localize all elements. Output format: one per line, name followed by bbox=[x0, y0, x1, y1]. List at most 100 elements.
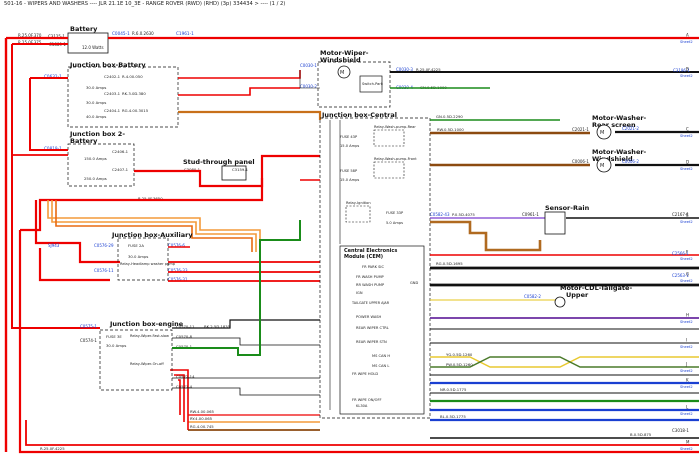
conn-c0045: C0045-1 bbox=[112, 31, 130, 36]
conn-c0576-29: C0576-29 bbox=[94, 243, 114, 248]
wire-w6: RG.4.00.3015 bbox=[122, 108, 149, 113]
conn-c2566: C2566-1 bbox=[672, 251, 689, 256]
sheet-marker-link[interactable]: Sheet2 bbox=[680, 279, 693, 283]
fuse-f2: 30.0 Amps bbox=[86, 85, 106, 90]
sheet-marker-link[interactable]: Sheet2 bbox=[680, 320, 693, 324]
sheet-title: 501-16 - WIPERS AND WASHERS ---- JLR 21.… bbox=[4, 1, 286, 7]
cem-pin-ms-can-l: MS CAN L bbox=[372, 364, 389, 368]
wire-w2: R.25.0F.375 bbox=[18, 40, 42, 45]
motor-wiper-label-b: Windshield bbox=[320, 56, 361, 64]
cem-pin-kl30a: KL30A bbox=[356, 404, 368, 408]
conn-c0819: C0819-1 bbox=[44, 146, 62, 151]
cem-pin-power-wash: POWER WASH bbox=[356, 315, 382, 319]
sheet-marker-row: A bbox=[686, 33, 689, 38]
cem-pin-gnd: GND bbox=[410, 281, 418, 285]
conn-c0572: C0572-14 bbox=[176, 374, 195, 379]
sheet-marker-row: L bbox=[686, 405, 689, 410]
fuse-f1-label: 12.0 Watts bbox=[82, 45, 104, 50]
battery-block: Battery 12.0 Watts C3125-1 C1889-1 C0045… bbox=[18, 25, 194, 54]
motor-washer-windshield: Motor-Washer- Windshield M C0006-2 C0006… bbox=[572, 148, 647, 173]
sensor-rain-label: Sensor-Rain bbox=[545, 204, 590, 212]
washer-ws-label-a: Motor-Washer- bbox=[592, 148, 647, 156]
fuse-33p: FUSE 33P bbox=[386, 211, 404, 215]
sheet-marker-link[interactable]: Sheet2 bbox=[680, 40, 693, 44]
cdl-label-b: Upper bbox=[566, 291, 589, 299]
jb-aux-label: Junction box-Auxiliary bbox=[111, 231, 193, 239]
conn-c2403: C2403-1 bbox=[104, 91, 121, 96]
sheet-marker-link[interactable]: Sheet2 bbox=[680, 134, 693, 138]
conn-c2167: C2167-1 bbox=[672, 212, 689, 217]
conn-c2402: C2402-1 bbox=[104, 74, 121, 79]
wire-w9b: R.25.0F.4225 bbox=[40, 446, 65, 451]
conn-c0030-1: C0030-1 bbox=[300, 63, 317, 68]
conn-c0571: C0571-4 bbox=[176, 384, 193, 389]
wire-w22: RY.4.00.065 bbox=[190, 416, 213, 421]
stud-panel: Stud-through panel C3080-1 C3159-1 R.25.… bbox=[138, 158, 255, 201]
relay-headlamp-label: Relay-Headlamp washer pump bbox=[120, 262, 176, 266]
conn-c0570-1: C0570-1 bbox=[176, 344, 193, 349]
conn-c3159: C3159-1 bbox=[232, 167, 249, 172]
conn-c0961: C0961-1 bbox=[522, 212, 539, 217]
conn-c3125: C3125-1 bbox=[48, 34, 65, 39]
relay-fast-slow: Relay-Wiper-Fast-slow bbox=[130, 334, 169, 338]
battery-label: Battery bbox=[70, 25, 98, 33]
fuse-43p-amps: 15.0 Amps bbox=[340, 144, 359, 148]
wire-w5: RK.3.0D.380 bbox=[122, 91, 146, 96]
sheet-marker-link[interactable]: Sheet2 bbox=[680, 257, 693, 261]
cem-label-a: Central Electronics bbox=[344, 248, 397, 254]
cem-pin-fr-park: FR PARK SIC bbox=[362, 265, 384, 269]
fuse-f3: 30.0 Amps bbox=[86, 100, 106, 105]
sheet-marker-link[interactable]: Sheet2 bbox=[680, 385, 693, 389]
relay-ignition: Relay-Ignition bbox=[346, 201, 371, 205]
sheet-marker-link[interactable]: Sheet2 bbox=[680, 74, 693, 78]
relay-wash-rear: Relay-Wash-pump-Rear bbox=[374, 125, 416, 129]
wire-w11: GN.0.5D.2290 bbox=[436, 114, 463, 119]
fuse-aux: 30.0 Amps bbox=[128, 254, 148, 259]
conn-c0575: C0575-1 bbox=[80, 324, 97, 329]
sheet-marker-row: J bbox=[685, 362, 687, 367]
sheet-marker-link[interactable]: Sheet2 bbox=[680, 412, 693, 416]
conn-c0570-11: C0570-11 bbox=[176, 324, 195, 329]
relay-wash-front: Relay-Wash-pump-Front bbox=[374, 157, 417, 161]
washer-rear-label-b: Rear screen bbox=[592, 121, 636, 129]
wire-w17: YG.0.5D.1260 bbox=[446, 352, 473, 357]
wire-w20: B.0.5D.875 bbox=[630, 432, 652, 437]
cem-pin-ign: IGN bbox=[356, 291, 363, 295]
cem-pin-rr-wash: RR WASH PUMP bbox=[356, 283, 385, 287]
sheet-marker-link[interactable]: Sheet2 bbox=[680, 447, 693, 451]
conn-c0632: C0632-1 bbox=[44, 74, 62, 79]
fuse-3e: FUSE 3E bbox=[106, 334, 122, 339]
cem-pin-fr-wash: FR WASH PUMP bbox=[356, 275, 385, 279]
jb2-label-b: Battery bbox=[70, 137, 98, 145]
sheet-marker-link[interactable]: Sheet2 bbox=[680, 220, 693, 224]
conn-c0030-3: C0030-3 bbox=[396, 67, 413, 72]
svg-text:M: M bbox=[340, 70, 344, 76]
cem-pin-rear-wiper-stn: REAR WIPER STN bbox=[356, 340, 387, 344]
junction-box-auxiliary: Junction box-Auxiliary FUSE 2A 30.0 Amps… bbox=[48, 231, 320, 282]
conn-c0576-11: C0576-11 bbox=[94, 268, 114, 273]
sheet-marker-link[interactable]: Sheet2 bbox=[680, 167, 693, 171]
wire-w4: R.4.00.050 bbox=[122, 74, 143, 79]
sheet-marker-row: G bbox=[686, 272, 689, 277]
conn-c0582-43: C0582-43 bbox=[430, 212, 450, 217]
fuse-2a: FUSE 2A bbox=[128, 243, 144, 248]
fuse-f4: 40.0 Amps bbox=[86, 114, 106, 119]
conn-c0574: C0574-1 bbox=[80, 338, 97, 343]
conn-c2407: C2407-1 bbox=[112, 167, 129, 172]
motor-cdl-tailgate: Motor-CDL-Tailgate- Upper C0582-2 bbox=[524, 284, 632, 308]
sheet-marker-link[interactable]: Sheet2 bbox=[680, 345, 693, 349]
wire-w24: NR.0.5D.1775 bbox=[440, 387, 467, 392]
sheet-marker-row: B bbox=[686, 67, 689, 72]
conn-c0006-1: C0006-1 bbox=[572, 159, 589, 164]
conn-c0030-2: C0030-2 bbox=[300, 84, 317, 89]
conn-sj43: SJ943 bbox=[48, 243, 60, 248]
motor-washer-rear: Motor-Washer- Rear screen M C2021-2 C202… bbox=[437, 114, 647, 140]
wire-w1: R.25.0F.370 bbox=[18, 33, 42, 38]
cem-pin-tailgate: TAILGATE UPPER AJAR bbox=[351, 301, 390, 305]
cem-pin-fr-wipe-hold: FR WIPE HOLD bbox=[352, 372, 378, 376]
junction-box-2-battery: Junction box 2- Battery C0819-1 150.0 Am… bbox=[44, 130, 135, 187]
motor-wiper-windshield: Motor-Wiper- Windshield M Switch-Park C0… bbox=[300, 49, 699, 108]
sheet-marker-link[interactable]: Sheet2 bbox=[680, 369, 693, 373]
sheet-markers: ASheet2BSheet2CSheet2DSheet2ESheet2FShee… bbox=[680, 33, 693, 452]
sheet-marker-row: H bbox=[686, 313, 689, 318]
